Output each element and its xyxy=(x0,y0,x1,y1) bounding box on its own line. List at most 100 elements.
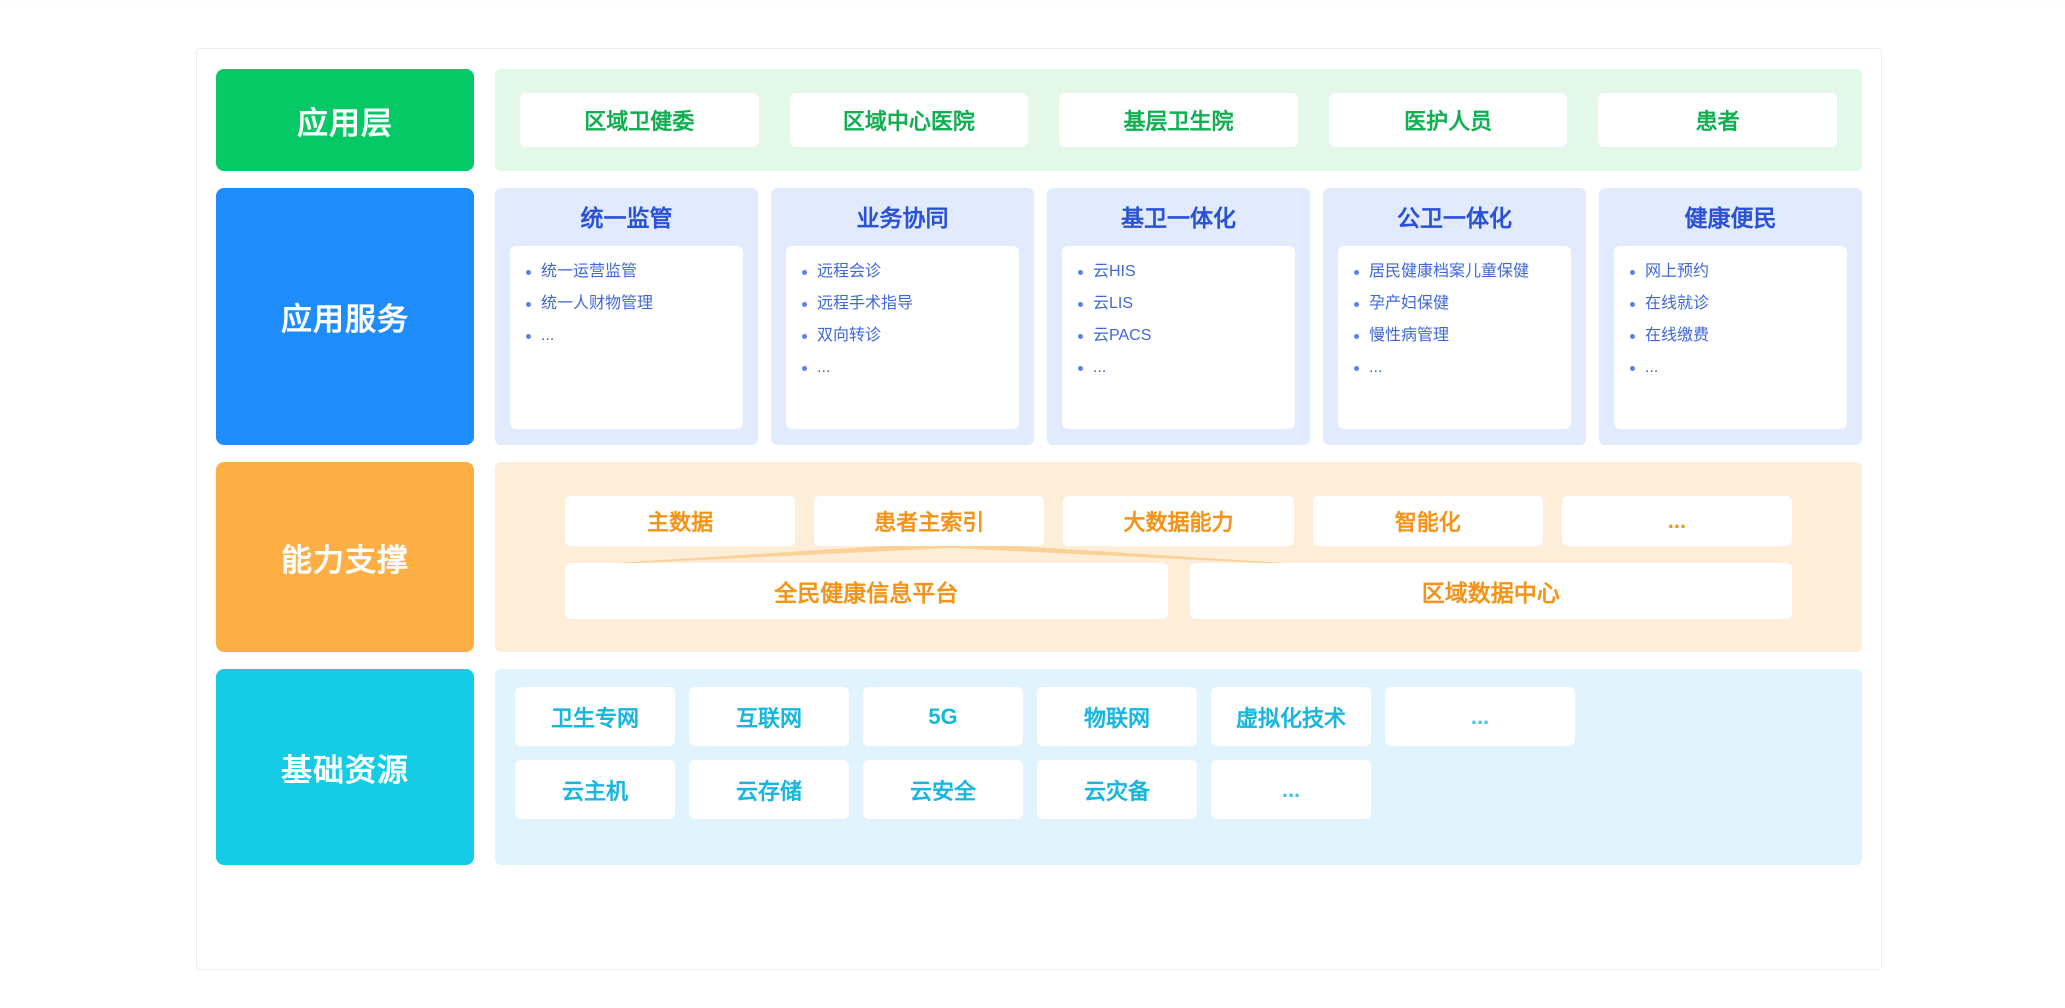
service-list-item: 云LIS xyxy=(1078,294,1282,314)
capability-chip[interactable]: 主数据 xyxy=(565,495,796,546)
bullet-icon xyxy=(526,270,531,275)
capability-chip[interactable]: 患者主索引 xyxy=(814,495,1045,546)
service-list-item-label: ... xyxy=(817,359,831,376)
service-card-list: 统一运营监管 统一人财物管理 ... xyxy=(510,246,743,429)
infrastructure-chip[interactable]: 物联网 xyxy=(1037,687,1197,746)
bullet-icon xyxy=(802,366,807,371)
service-list-item-label: 云LIS xyxy=(1093,295,1134,312)
service-list-item-label: 双向转诊 xyxy=(817,327,882,344)
bullet-icon xyxy=(1630,270,1635,275)
service-list-item-label: 统一运营监管 xyxy=(541,263,638,280)
bullet-icon xyxy=(1354,334,1359,339)
infrastructure-chip[interactable]: 卫生专网 xyxy=(515,687,675,746)
service-card[interactable]: 业务协同 远程会诊 远程手术指导 xyxy=(771,188,1034,445)
bullet-icon xyxy=(1630,302,1635,307)
bullet-icon xyxy=(1078,302,1083,307)
bullet-icon xyxy=(1630,334,1635,339)
service-list-item: ... xyxy=(1354,358,1558,378)
bullet-icon xyxy=(802,334,807,339)
service-list-item-label: 网上预约 xyxy=(1645,263,1710,280)
bullet-icon xyxy=(1354,302,1359,307)
service-list-item-label: 居民健康档案儿童保健 xyxy=(1369,263,1530,280)
infrastructure-chip[interactable]: 云主机 xyxy=(515,760,675,819)
capability-chip-more[interactable]: ... xyxy=(1561,495,1793,546)
service-list-item: 远程手术指导 xyxy=(802,294,1006,314)
service-list-item: 在线就诊 xyxy=(1630,294,1834,314)
application-actor-tile[interactable]: 医护人员 xyxy=(1328,93,1568,147)
capability-support-body: 主数据 患者主索引 大数据能力 智能化 ... 全民健康信息平台 区域数据中心 xyxy=(495,462,1862,652)
capability-chip[interactable]: 大数据能力 xyxy=(1063,495,1294,546)
service-list-item: ... xyxy=(526,326,730,346)
application-actor-tile[interactable]: 患者 xyxy=(1598,93,1837,147)
service-card[interactable]: 公卫一体化 居民健康档案儿童保健 孕产妇保健 xyxy=(1323,188,1586,445)
service-list-item: 网上预约 xyxy=(1630,262,1834,282)
service-list-item: 在线缴费 xyxy=(1630,326,1834,346)
service-card-title: 基卫一体化 xyxy=(1121,205,1236,231)
service-list-item-label: ... xyxy=(1093,359,1107,376)
service-card-title: 公卫一体化 xyxy=(1397,205,1512,231)
service-list-item: 远程会诊 xyxy=(802,262,1006,282)
top-hairline xyxy=(0,5,2065,6)
service-list-item: 慢性病管理 xyxy=(1354,326,1558,346)
service-list-item: ... xyxy=(1078,358,1282,378)
infrastructure-row-1: 卫生专网 互联网 5G 物联网 虚拟化技术 ... xyxy=(515,687,1842,746)
service-list-item-label: 远程会诊 xyxy=(817,263,882,280)
service-card-list: 远程会诊 远程手术指导 双向转诊 xyxy=(786,246,1019,429)
platform-bar[interactable]: 全民健康信息平台 xyxy=(565,562,1168,619)
infrastructure-chip[interactable]: 虚拟化技术 xyxy=(1211,687,1371,746)
bullet-icon xyxy=(1354,366,1359,371)
bullet-icon xyxy=(802,302,807,307)
infrastructure-chip[interactable]: 云灾备 xyxy=(1037,760,1197,819)
service-list-item-label: 在线就诊 xyxy=(1645,295,1710,312)
layer-label-infrastructure: 基础资源 xyxy=(216,669,474,865)
service-list-item-label: ... xyxy=(541,327,555,344)
service-card[interactable]: 统一监管 统一运营监管 统一人财物管理 xyxy=(495,188,758,445)
service-list-item-label: 统一人财物管理 xyxy=(541,295,654,312)
service-card-title: 健康便民 xyxy=(1684,205,1777,231)
layer-label-application-services: 应用服务 xyxy=(216,188,474,445)
bullet-icon xyxy=(1354,270,1359,275)
service-card-title: 统一监管 xyxy=(580,205,673,231)
service-card-list: 云HIS 云LIS 云PACS xyxy=(1062,246,1295,429)
layer-label-application: 应用层 xyxy=(216,69,474,171)
service-card[interactable]: 健康便民 网上预约 在线就诊 xyxy=(1599,188,1862,445)
service-list-item-label: 远程手术指导 xyxy=(817,295,914,312)
service-list-item: 孕产妇保健 xyxy=(1354,294,1558,314)
service-list-item-label: 慢性病管理 xyxy=(1369,327,1450,344)
service-card[interactable]: 基卫一体化 云HIS 云LIS xyxy=(1047,188,1310,445)
platform-bar-row: 全民健康信息平台 区域数据中心 xyxy=(522,562,1835,619)
bullet-icon xyxy=(526,334,531,339)
layer-row-infrastructure: 基础资源 卫生专网 互联网 5G 物联网 虚拟化技术 ... 云主机 xyxy=(216,669,1862,865)
application-actor-tile[interactable]: 区域中心医院 xyxy=(789,93,1029,147)
layer-row-application: 应用层 区域卫健委 区域中心医院 基层卫生院 医护人员 患者 xyxy=(216,69,1862,171)
platform-bar[interactable]: 区域数据中心 xyxy=(1189,562,1792,619)
service-card-list: 网上预约 在线就诊 在线缴费 xyxy=(1614,246,1847,429)
application-actor-tile[interactable]: 区域卫健委 xyxy=(520,93,759,147)
service-list-item: 云PACS xyxy=(1078,326,1282,346)
infrastructure-chip[interactable]: 互联网 xyxy=(689,687,849,746)
infrastructure-body: 卫生专网 互联网 5G 物联网 虚拟化技术 ... 云主机 云存储 云安全 云灾… xyxy=(495,669,1862,865)
infrastructure-chip-more[interactable]: ... xyxy=(1385,687,1575,746)
infrastructure-grid: 卫生专网 互联网 5G 物联网 虚拟化技术 ... 云主机 云存储 云安全 云灾… xyxy=(515,687,1842,819)
bullet-icon xyxy=(1078,366,1083,371)
application-layer-body: 区域卫健委 区域中心医院 基层卫生院 医护人员 患者 xyxy=(495,69,1862,171)
diagram-container: 应用层 区域卫健委 区域中心医院 基层卫生院 医护人员 患者 应用服务 统一监管 xyxy=(196,48,1882,970)
service-list-item: 统一人财物管理 xyxy=(526,294,730,314)
infrastructure-chip[interactable]: 5G xyxy=(863,687,1023,746)
infrastructure-chip-more[interactable]: ... xyxy=(1211,760,1371,819)
service-list-item: 双向转诊 xyxy=(802,326,1006,346)
layer-row-capability-support: 能力支撑 主数据 患者主索引 大数据能力 智能化 ... xyxy=(216,462,1862,652)
infrastructure-chip[interactable]: 云存储 xyxy=(689,760,849,819)
service-card-title: 业务协同 xyxy=(856,205,949,231)
layer-label-capability-support: 能力支撑 xyxy=(216,462,474,652)
infrastructure-chip[interactable]: 云安全 xyxy=(863,760,1023,819)
service-list-item: 居民健康档案儿童保健 xyxy=(1354,262,1558,282)
service-list-item-label: 孕产妇保健 xyxy=(1369,295,1450,312)
service-list-item-label: 云HIS xyxy=(1093,263,1136,280)
application-actor-tile[interactable]: 基层卫生院 xyxy=(1059,93,1298,147)
infrastructure-row-2: 云主机 云存储 云安全 云灾备 ... xyxy=(515,760,1842,819)
bullet-icon xyxy=(802,270,807,275)
capability-chip[interactable]: 智能化 xyxy=(1312,495,1543,546)
bullet-icon xyxy=(1630,366,1635,371)
